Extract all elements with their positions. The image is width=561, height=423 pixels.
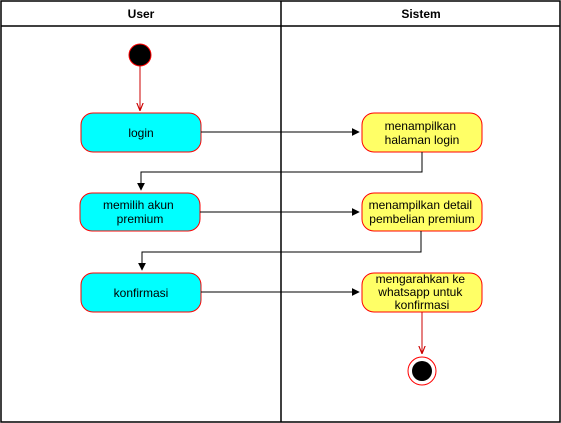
activity-show-login-label: menampilkan halaman login [385, 119, 460, 147]
activity-choose-premium-line: memilih akun [103, 198, 174, 212]
end-node-core [412, 361, 432, 381]
end-node[interactable] [407, 356, 437, 386]
arrow-show-login-to-choose-premium [137, 152, 423, 191]
activity-redirect-label: mengarahkan ke whatsapp untuk konfirmasi [376, 272, 469, 312]
start-node[interactable] [128, 43, 152, 67]
activity-redirect-line: whatsapp untuk [377, 285, 463, 299]
activity-choose-premium-label: memilih akun premium [103, 198, 177, 226]
activity-login-line: login [128, 126, 153, 140]
activity-show-login-line: halaman login [385, 133, 460, 147]
arrow-show-detail-to-confirm [138, 231, 422, 271]
activity-show-detail-shape[interactable] [361, 192, 483, 232]
activity-show-detail-label: menampilkan detail pembelian premium [369, 198, 476, 226]
activity-show-login[interactable]: menampilkan halaman login [361, 112, 483, 153]
lane-title-system: Sistem [401, 7, 440, 21]
activity-confirm-label: konfirmasi [114, 286, 169, 300]
activity-redirect-line: konfirmasi [395, 298, 450, 312]
activity-redirect[interactable]: mengarahkan ke whatsapp untuk konfirmasi [361, 272, 483, 313]
activity-login-label: login [128, 126, 153, 140]
activity-show-detail[interactable]: menampilkan detail pembelian premium [361, 192, 483, 232]
activity-login[interactable]: login [80, 112, 202, 153]
activity-show-detail-line: pembelian premium [369, 212, 474, 226]
activity-show-detail-line: menampilkan detail [369, 198, 472, 212]
lane-title-user: User [128, 7, 155, 21]
activity-confirm[interactable]: konfirmasi [80, 272, 202, 313]
activity-redirect-line: mengarahkan ke [376, 272, 466, 286]
activity-show-login-line: menampilkan [385, 119, 456, 133]
activity-choose-premium[interactable]: memilih akun premium [79, 192, 201, 232]
activity-choose-premium-line: premium [117, 212, 164, 226]
activity-confirm-line: konfirmasi [114, 286, 169, 300]
